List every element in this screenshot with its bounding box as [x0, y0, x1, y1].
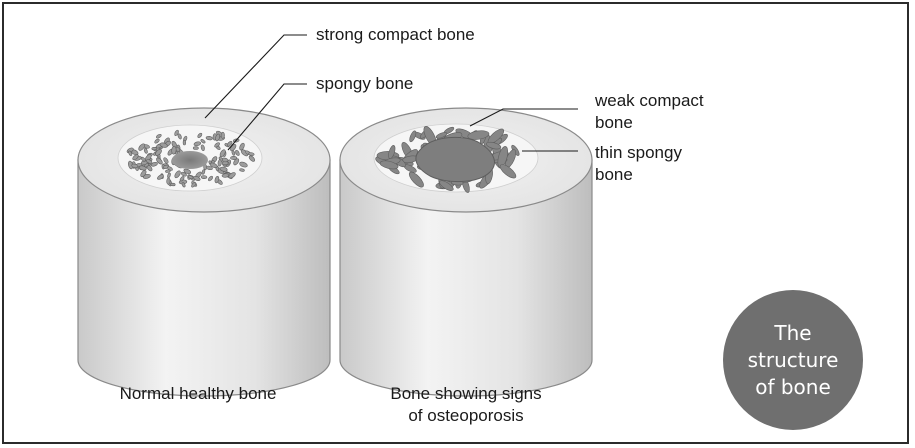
- spongy-hole: [221, 132, 224, 138]
- caption-osteo-line2: of osteoporosis: [346, 405, 586, 427]
- label-thin-spongy-line1: thin spongy: [595, 142, 682, 164]
- spongy-hole: [201, 175, 207, 179]
- caption-normal-healthy-bone: Normal healthy bone: [78, 383, 318, 405]
- spongy-hole: [222, 173, 229, 177]
- label-weak-compact-line2: bone: [595, 112, 704, 134]
- spongy-hole: [193, 147, 198, 150]
- spongy-hole: [152, 147, 157, 150]
- badge-line3: of bone: [755, 374, 831, 401]
- label-thin-spongy-bone: thin spongy bone: [595, 142, 682, 186]
- spongy-hole: [218, 160, 222, 167]
- badge-line2: structure: [748, 347, 839, 374]
- caption-osteoporosis-bone: Bone showing signs of osteoporosis: [346, 383, 586, 427]
- spongy-hole: [183, 140, 186, 145]
- normal-bone-cylinder: [78, 108, 330, 396]
- label-weak-compact-bone: weak compact bone: [595, 90, 704, 134]
- label-weak-compact-line1: weak compact: [595, 90, 704, 112]
- label-spongy-bone: spongy bone: [316, 73, 413, 95]
- label-strong-compact-bone: strong compact bone: [316, 24, 475, 46]
- caption-osteo-line1: Bone showing signs: [346, 383, 586, 405]
- label-thin-spongy-line2: bone: [595, 164, 682, 186]
- spongy-hole: [167, 178, 171, 185]
- badge-line1: The: [774, 320, 811, 347]
- title-badge: The structure of bone: [723, 290, 863, 430]
- spongy-hole: [170, 183, 175, 186]
